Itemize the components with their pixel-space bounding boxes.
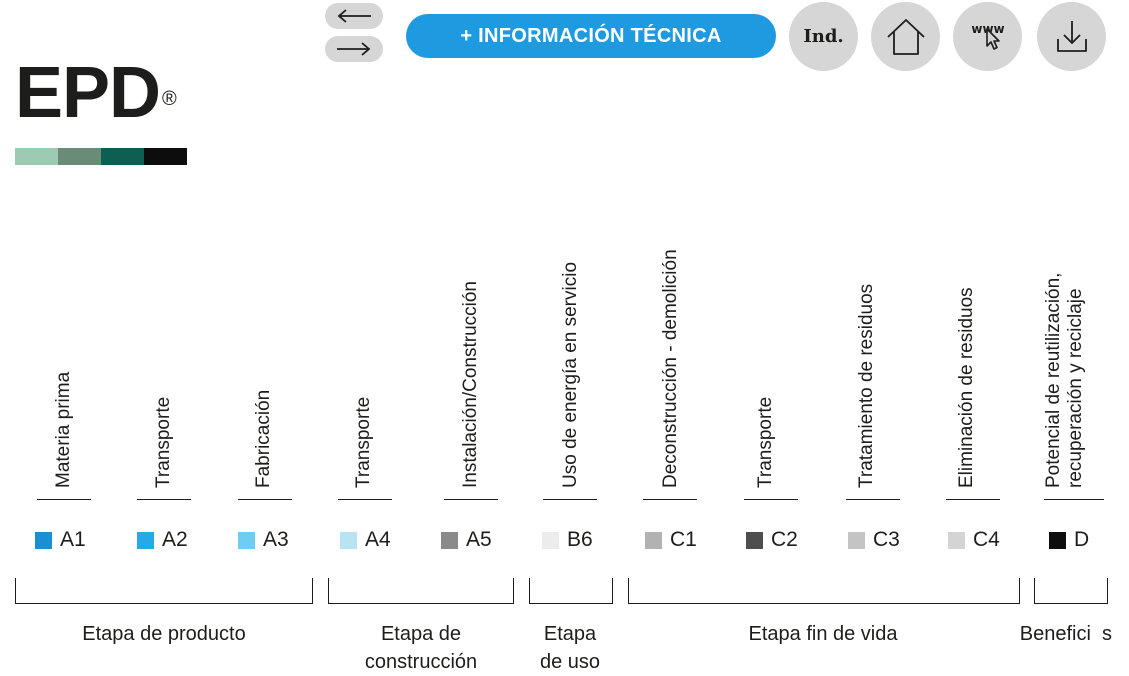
swatch xyxy=(1049,531,1066,549)
ind-label: Ind. xyxy=(803,26,844,47)
module-b6: B6 xyxy=(542,528,593,552)
swatch xyxy=(746,531,763,549)
column-label-a1: Materia prima xyxy=(53,371,74,488)
color-bar-segment-1 xyxy=(15,148,58,165)
column-underline xyxy=(1044,499,1104,500)
module-a4: A4 xyxy=(340,528,391,552)
stage-label-end-of-life: Etapa fin de vida xyxy=(748,623,898,645)
module-a3: A3 xyxy=(238,528,289,552)
back-button[interactable] xyxy=(325,3,383,29)
column-label-a5: Instalación/Construcción xyxy=(460,281,481,488)
arrow-left-icon xyxy=(337,9,371,23)
color-bar-segment-2 xyxy=(58,148,101,165)
column-label-c2: Transporte xyxy=(755,396,776,488)
column-label-d: Potencial de reutilización, recuperación… xyxy=(1043,272,1086,488)
bracket-end-of-life xyxy=(628,578,1020,604)
stage-label-product: Etapa de producto xyxy=(82,623,246,645)
swatch xyxy=(542,531,559,549)
column-label-a4: Transporte xyxy=(353,396,374,488)
swatch xyxy=(645,531,662,549)
www-cursor-icon: www xyxy=(971,22,1004,50)
module-a1: A1 xyxy=(35,528,86,552)
download-icon xyxy=(1056,20,1087,52)
stage-label-use: Etapa de uso xyxy=(539,623,601,673)
column-label-c3: Tratamiento de residuos xyxy=(856,283,877,488)
stage-label-benefits: Benefici s xyxy=(1019,623,1112,645)
ind-button[interactable]: Ind. xyxy=(789,2,858,71)
column-underline xyxy=(37,499,91,500)
bracket-construction xyxy=(328,578,514,604)
module-c4: C4 xyxy=(948,528,1000,552)
module-d: D xyxy=(1049,528,1089,552)
column-label-b6: Uso de energía en servicio xyxy=(560,261,581,488)
color-bar-segment-4 xyxy=(144,148,187,165)
column-label-c4: Eliminación de residuos xyxy=(956,287,977,488)
column-underline xyxy=(744,499,798,500)
module-a5: A5 xyxy=(441,528,492,552)
swatch xyxy=(848,531,865,549)
column-label-c1: Deconstrucción - demolición xyxy=(660,249,681,488)
home-button[interactable] xyxy=(871,2,940,71)
column-underline xyxy=(137,499,191,500)
bracket-benefits xyxy=(1034,578,1108,604)
bracket-product xyxy=(15,578,313,604)
module-c1: C1 xyxy=(645,528,697,552)
epd-logo: EPD® xyxy=(15,53,177,133)
swatch xyxy=(441,531,458,549)
swatch xyxy=(340,531,357,549)
module-c3: C3 xyxy=(848,528,900,552)
swatch xyxy=(238,531,255,549)
download-button[interactable] xyxy=(1037,2,1106,71)
column-underline xyxy=(946,499,1000,500)
module-a2: A2 xyxy=(137,528,188,552)
column-label-a2: Transporte xyxy=(153,396,174,488)
column-underline xyxy=(846,499,900,500)
module-c2: C2 xyxy=(746,528,798,552)
bracket-use xyxy=(529,578,613,604)
color-bar-segment-3 xyxy=(101,148,144,165)
column-underline xyxy=(238,499,292,500)
column-underline xyxy=(643,499,697,500)
technical-info-button[interactable]: + INFORMACIÓN TÉCNICA xyxy=(406,14,776,58)
column-label-a3: Fabricación xyxy=(253,389,274,488)
website-button[interactable]: www xyxy=(953,2,1022,71)
swatch xyxy=(35,531,52,549)
swatch xyxy=(137,531,154,549)
home-icon xyxy=(886,18,925,55)
column-underline xyxy=(338,499,392,500)
column-underline xyxy=(444,499,498,500)
column-underline xyxy=(543,499,597,500)
forward-button[interactable] xyxy=(325,36,383,62)
stage-label-construction: Etapa de construcción xyxy=(364,623,478,673)
swatch xyxy=(948,531,965,549)
arrow-right-icon xyxy=(337,42,371,56)
